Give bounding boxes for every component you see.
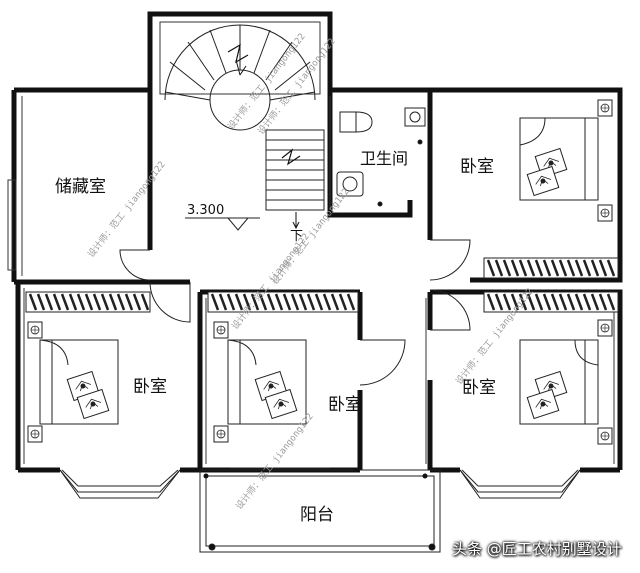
room-label-bedroom-ne: 卧室 — [460, 157, 494, 177]
balcony — [199, 467, 441, 553]
elevation-label: 3.300 — [187, 203, 224, 218]
room-label-bedroom-center: 卧室 — [328, 395, 362, 415]
walls — [11, 11, 623, 473]
room-label-balcony: 阳台 — [300, 505, 334, 525]
doors — [119, 239, 471, 386]
beds — [27, 99, 613, 445]
room-labels: 储藏室 卫生间 卧室 卧室 卧室 卧室 阳台 — [55, 149, 496, 525]
stair-direction-label: 下 — [290, 229, 303, 244]
room-label-bedroom-se: 卧室 — [462, 378, 496, 398]
footer-credit: 头条 @匠工农村别墅设计 — [452, 540, 622, 558]
bathroom-fixtures — [336, 107, 426, 207]
elevation-marker: 3.300 下 — [185, 203, 303, 244]
room-label-bedroom-sw: 卧室 — [133, 377, 167, 397]
room-label-bathroom: 卫生间 — [360, 149, 408, 168]
svg-text:设计师：范工 jiangong122: 设计师：范工 jiangong122 — [233, 411, 316, 512]
wardrobes — [25, 257, 619, 313]
bay-windows — [59, 469, 581, 499]
room-label-storage: 储藏室 — [55, 177, 106, 197]
svg-text:设计师：范工 jiangong122: 设计师：范工 jiangong122 — [229, 231, 312, 332]
watermarks: 设计师：范工 jiangong122 设计师：范工 jiangong122 设计… — [85, 31, 536, 512]
staircase — [164, 24, 325, 230]
svg-text:设计师：范工 jiangong122: 设计师：范工 jiangong122 — [85, 159, 168, 260]
